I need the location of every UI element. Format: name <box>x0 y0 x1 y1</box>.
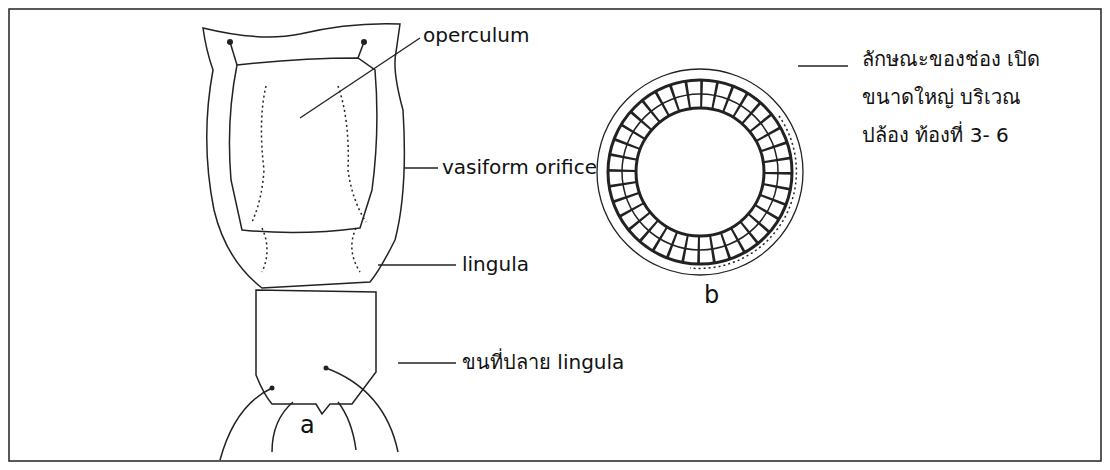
frame-border <box>9 9 1101 461</box>
panel-letter: a <box>300 412 315 438</box>
seta-bases <box>227 39 367 391</box>
part-label: operculum <box>423 22 529 48</box>
vasiform-orifice-drawing <box>203 24 404 460</box>
panel-letter: b <box>704 282 719 308</box>
pore-drawing <box>597 69 803 275</box>
description-label: ลักษณะของช่อง เปิดขนาดใหญ่ บริเวณ ปล้อง … <box>862 40 1062 154</box>
leader-lines <box>300 38 848 363</box>
part-label: vasiform orifice <box>442 154 597 180</box>
part-label: ขนที่ปลาย lingula <box>462 349 624 375</box>
part-label: lingula <box>462 251 529 277</box>
